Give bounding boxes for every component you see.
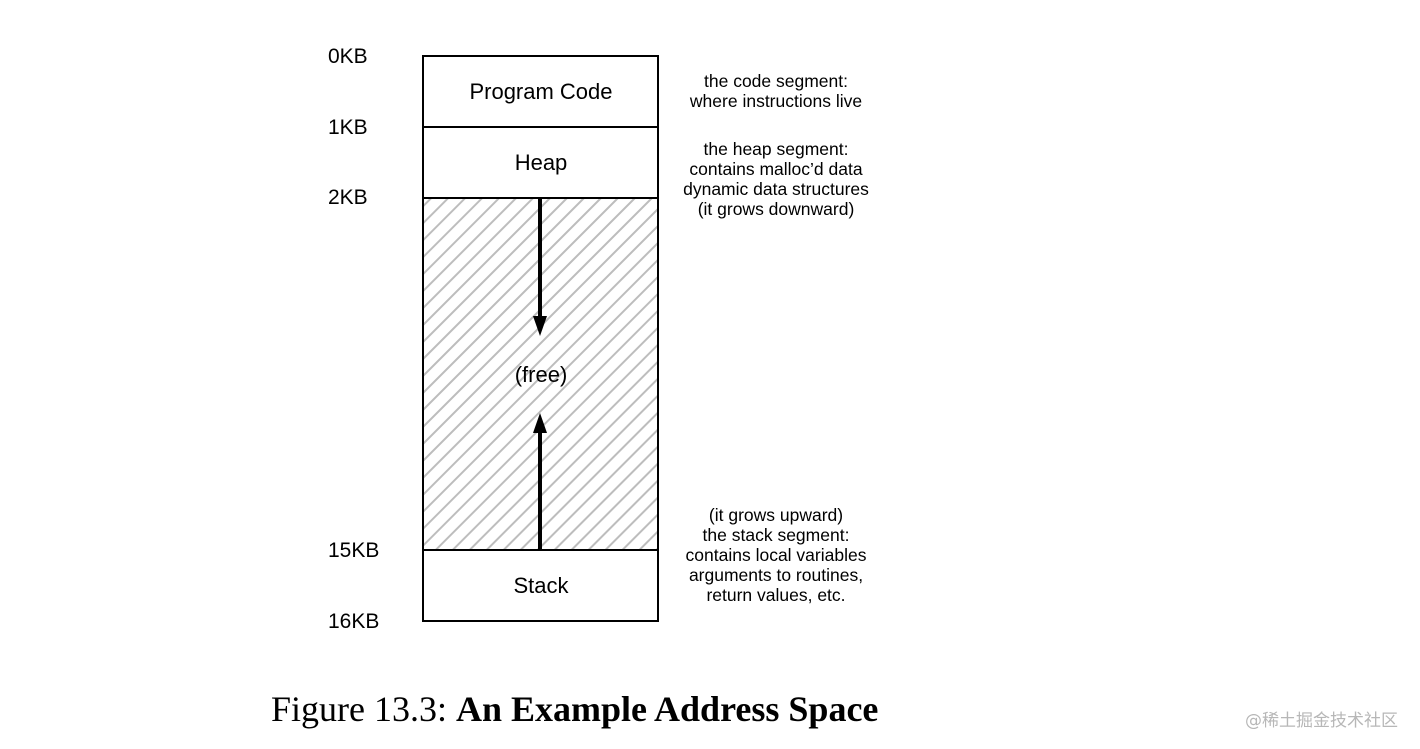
address-mark-2kb: 2KB <box>328 186 368 209</box>
address-mark-15kb: 15KB <box>328 539 380 562</box>
annotation-stack-segment: (it grows upward) the stack segment: con… <box>656 505 896 605</box>
annotation-stack-line: (it grows upward) <box>708 505 844 525</box>
watermark: @稀土掘金技术社区 <box>1245 711 1398 731</box>
heap-growth-arrow-head <box>533 316 547 336</box>
annotation-heap-line: contains malloc’d data <box>689 159 863 179</box>
segment-label-heap: Heap <box>514 150 568 175</box>
annotation-code-segment: the code segment: where instructions liv… <box>656 71 896 111</box>
annotation-heap-line: dynamic data structures <box>683 179 869 199</box>
caption-prefix: Figure 13.3: <box>271 689 447 729</box>
annotation-code-line: the code segment: <box>704 71 848 91</box>
annotation-stack-line: arguments to routines, <box>688 565 864 585</box>
annotation-stack-line: return values, etc. <box>706 585 846 605</box>
address-mark-0kb: 0KB <box>328 45 368 68</box>
segment-label-stack: Stack <box>513 573 569 598</box>
address-mark-1kb: 1KB <box>328 116 368 139</box>
annotation-heap-line: the heap segment: <box>703 139 849 159</box>
annotation-stack-line: the stack segment: <box>702 525 850 545</box>
annotation-heap-segment: the heap segment: contains malloc’d data… <box>656 139 896 219</box>
annotation-stack-line: contains local variables <box>685 545 867 565</box>
segment-label-code: Program Code <box>469 79 613 104</box>
annotation-heap-line: (it grows downward) <box>697 199 855 219</box>
stack-growth-arrow-head <box>533 413 547 433</box>
segment-label-free: (free) <box>514 362 568 387</box>
caption-title: An Example Address Space <box>456 689 879 729</box>
address-mark-16kb: 16KB <box>328 610 380 633</box>
memory-outline <box>422 55 659 622</box>
annotation-code-line: where instructions live <box>689 91 863 111</box>
figure-caption: Figure 13.3: An Example Address Space <box>271 688 878 730</box>
